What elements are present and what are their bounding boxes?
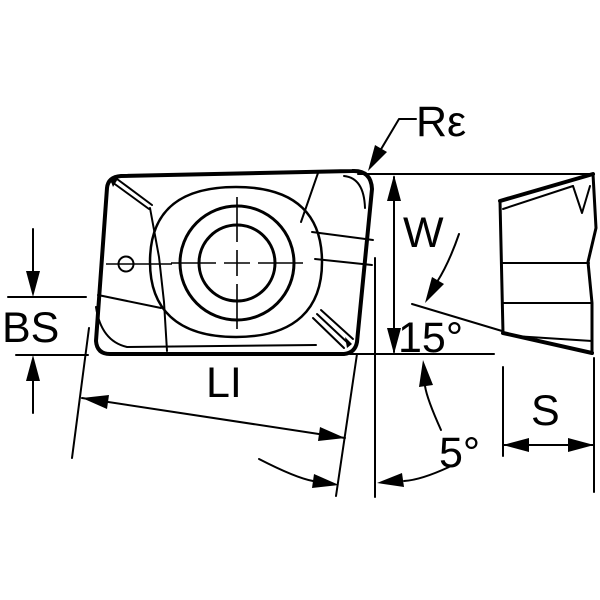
bottom-right-facet-line bbox=[312, 317, 345, 349]
corner-radius-arrowhead bbox=[368, 145, 387, 171]
width-arrowhead-up bbox=[387, 175, 401, 201]
corner-radius-label: Rε bbox=[416, 98, 466, 146]
dim-wiper: BS bbox=[2, 228, 89, 414]
angle-15-lower-arc bbox=[424, 385, 442, 431]
width-label: W bbox=[403, 209, 444, 257]
edge-length-label: LI bbox=[206, 359, 242, 407]
width-arrowhead-down bbox=[387, 328, 401, 354]
wiper-label: BS bbox=[2, 304, 59, 352]
wiper-lower-arrowhead bbox=[26, 355, 40, 381]
side-view-corner-notch bbox=[572, 185, 591, 214]
top-left-facet-tip bbox=[110, 177, 119, 187]
angle-15-label: 15° bbox=[398, 314, 463, 362]
hole-centerlines bbox=[171, 197, 303, 329]
bottom-right-facet-tip bbox=[345, 337, 352, 348]
dim-angle-15: 15° bbox=[398, 233, 503, 431]
insert-outline bbox=[94, 168, 374, 356]
bottom-right-facet-line bbox=[316, 313, 350, 345]
left-face-divider-line bbox=[97, 294, 162, 309]
side-view-left-edge bbox=[498, 199, 505, 335]
dim-edge-length: LI bbox=[71, 327, 346, 459]
side-view-chamfer-line bbox=[502, 185, 574, 210]
side-view-top-edge bbox=[498, 172, 595, 203]
angle-15-upper-arc bbox=[436, 233, 460, 283]
angle-5-slanted-extension-line bbox=[335, 353, 358, 497]
edge-length-dimension-line bbox=[81, 397, 346, 439]
dim-angle-5: 5° bbox=[258, 257, 480, 498]
top-left-facet-line bbox=[111, 181, 150, 210]
angle-5-label: 5° bbox=[439, 429, 480, 477]
edge-length-left-extension-line bbox=[71, 327, 90, 459]
top-right-facet-line bbox=[300, 172, 319, 223]
dim-corner-radius: Rε bbox=[368, 98, 466, 171]
thickness-left-arrowhead bbox=[503, 438, 529, 452]
right-face-divider-line bbox=[314, 258, 373, 266]
thickness-right-arrowhead bbox=[568, 438, 594, 452]
bottom-right-facet-line bbox=[320, 309, 354, 340]
edge-length-left-arrowhead bbox=[82, 395, 109, 409]
angle-5-left-arc bbox=[258, 458, 314, 482]
side-view bbox=[498, 172, 598, 355]
wiper-upper-arrowhead bbox=[26, 271, 40, 297]
corner-radius-leader bbox=[373, 118, 417, 162]
angle-15-upper-arrowhead bbox=[425, 277, 444, 303]
bottom-left-blend-curve bbox=[95, 306, 317, 348]
angle-15-reference-line bbox=[411, 303, 503, 332]
front-view bbox=[94, 168, 374, 356]
angle-5-right-arrowhead bbox=[377, 473, 404, 487]
angle-15-lower-arrowhead bbox=[419, 360, 433, 387]
dim-width: W bbox=[349, 173, 595, 355]
top-left-facet-line bbox=[116, 178, 153, 206]
dim-thickness: S bbox=[502, 357, 595, 493]
angle-5-left-arrowhead bbox=[312, 474, 339, 488]
thickness-label: S bbox=[531, 387, 560, 435]
side-view-bottom-facet-line bbox=[513, 335, 593, 342]
chipbreaker-contour bbox=[148, 185, 324, 339]
edge-length-right-arrowhead bbox=[318, 427, 345, 441]
right-face-divider-line bbox=[311, 231, 374, 241]
top-right-inner-corner-arc bbox=[343, 175, 366, 209]
angle-5-right-arc bbox=[403, 466, 450, 482]
